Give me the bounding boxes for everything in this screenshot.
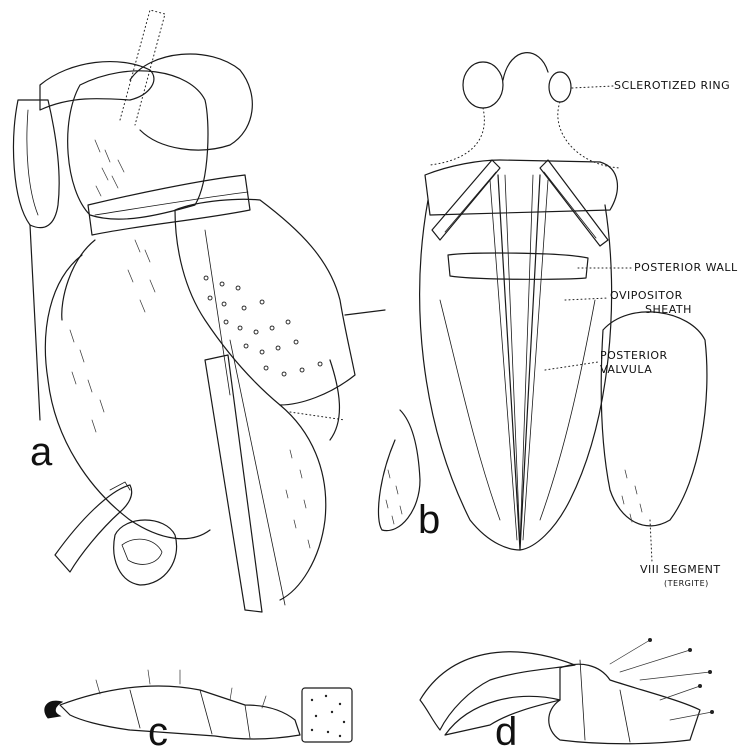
panel-label-d: d bbox=[495, 712, 517, 752]
callout-ovipositor-sheath-1: OVIPOSITOR bbox=[610, 290, 683, 303]
panel-label-a: a bbox=[30, 432, 52, 472]
callout-sclerotized-ring: SCLEROTIZED RING bbox=[614, 80, 730, 93]
panel-label-b: b bbox=[418, 500, 440, 540]
callout-segment: VIII SEGMENT bbox=[640, 564, 721, 577]
panel-label-c: c bbox=[148, 712, 168, 752]
panel-d-drawing bbox=[420, 638, 714, 744]
callout-ovipositor-sheath-2: SHEATH bbox=[645, 304, 692, 317]
callout-tergite: (TERGITE) bbox=[664, 579, 709, 588]
callout-posterior-valvula-2: VALVULA bbox=[600, 364, 652, 377]
panel-a-drawing bbox=[14, 10, 355, 612]
panel-c-drawing bbox=[45, 670, 352, 742]
callout-posterior-valvula-1: POSTERIOR bbox=[600, 350, 668, 363]
callout-posterior-wall: POSTERIOR WALL bbox=[634, 262, 738, 275]
